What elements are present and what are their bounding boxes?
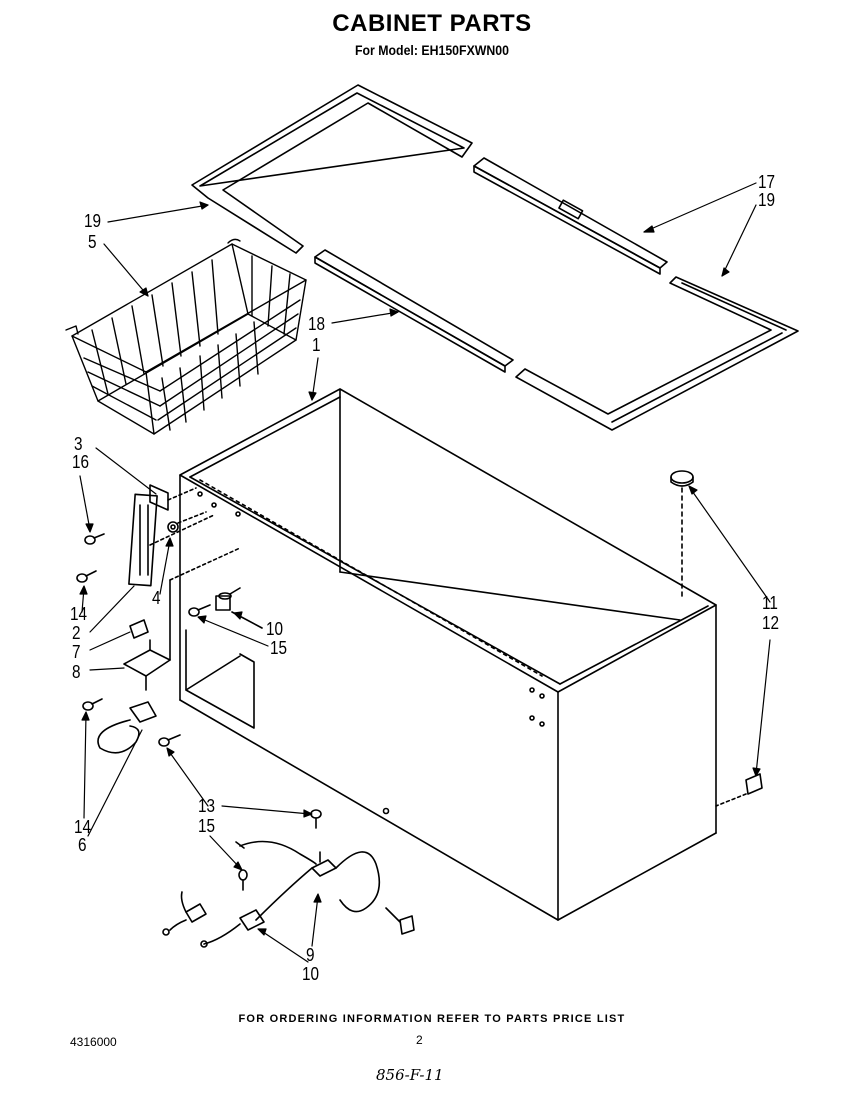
callout-15-socket: 15: [270, 638, 288, 658]
callout-8: 8: [72, 662, 81, 682]
callout-5-basket: 5: [88, 232, 97, 252]
wiring-harness: [162, 840, 415, 948]
breaker-strip-back: [473, 157, 668, 275]
handwritten-note: 856-F-11: [376, 1066, 444, 1084]
page-title: CABINET PARTS: [332, 10, 532, 37]
callout-6: 6: [78, 835, 87, 855]
document-number: 4316000: [70, 1035, 117, 1049]
callout-7: 7: [72, 642, 81, 662]
switch-and-bracket: [97, 547, 241, 754]
callout-14-upper: 14: [70, 604, 88, 624]
cabinet-shell: [179, 388, 717, 921]
hinge-assembly: [128, 484, 215, 587]
callout-10-socket: 10: [266, 619, 284, 639]
model-subtitle: For Model: EH150FXWN00: [354, 42, 510, 58]
callout-15-harness: 15: [198, 816, 216, 836]
bumper-pad: [670, 470, 694, 601]
lid-latch: [715, 773, 763, 807]
callout-1-cabinet: 1: [312, 335, 321, 355]
breaker-strip-front: [314, 249, 514, 373]
callout-14-lower: 14: [74, 817, 92, 837]
callout-19-gasket: 19: [84, 211, 102, 231]
callout-12: 12: [762, 613, 780, 633]
leader-lines: [79, 182, 771, 963]
lid-gasket-frame: [191, 84, 799, 431]
callout-17: 17: [758, 172, 776, 192]
callout-11: 11: [762, 593, 778, 613]
callout-4: 4: [152, 588, 161, 608]
page-number: 2: [416, 1033, 423, 1047]
callout-16: 16: [72, 452, 90, 472]
callout-9: 9: [306, 945, 315, 965]
wire-basket: [65, 238, 307, 435]
ordering-note: FOR ORDERING INFORMATION REFER TO PARTS …: [238, 1013, 626, 1025]
callout-19-right: 19: [758, 190, 776, 210]
callout-2: 2: [72, 623, 81, 643]
callout-13: 13: [198, 796, 216, 816]
callout-10-harness: 10: [302, 964, 320, 984]
callout-18: 18: [308, 314, 326, 334]
screws: [76, 533, 322, 891]
lamp-socket: [215, 587, 263, 629]
callout-3: 3: [74, 434, 83, 454]
